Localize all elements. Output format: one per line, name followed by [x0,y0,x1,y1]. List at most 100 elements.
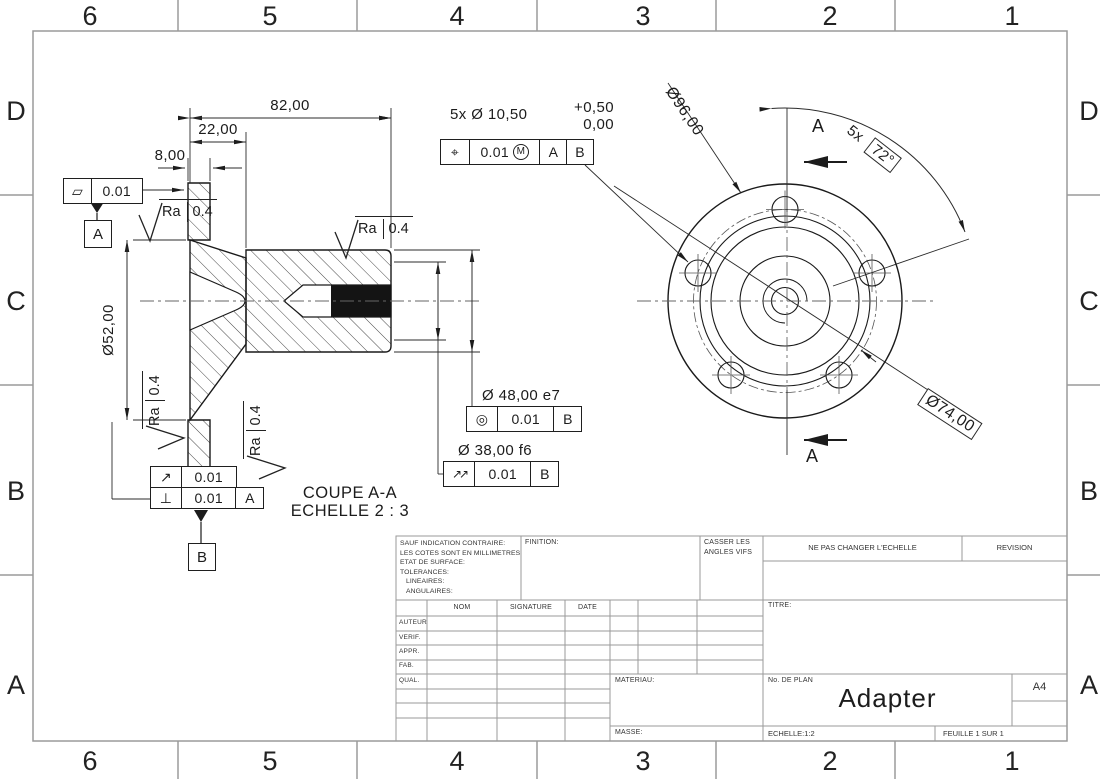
section-view-linework [140,182,480,478]
section-title: COUPE A-A [302,484,398,502]
dia48-fcf: ◎ 0.01 B [466,406,583,432]
section-view-dimensions [111,108,689,500]
zone-col-6-bottom: 6 [82,746,98,776]
concentricity-icon: ◎ [466,406,498,432]
ne-pas-changer-label: NE PAS CHANGER L'ECHELLE [808,543,917,552]
concentricity-value: 0.01 [496,406,555,432]
position-datum-2: B [566,139,595,165]
sheet-size: A4 [1032,681,1047,693]
dim-82: 82,00 [270,97,310,114]
signature-header: SIGNATURE [509,604,553,611]
hole-tol-upper: +0,50 [574,99,614,116]
total-runout-datum: B [530,461,560,487]
dia38-fcf: ↗↗ 0.01 B [443,461,560,487]
total-runout-value: 0.01 [473,461,532,487]
zone-col-4-top: 4 [449,1,465,31]
zone-row-c-left: C [6,286,26,316]
part-title: Adapter [838,683,937,713]
gdt-flatness-frame: ▱ 0.01 [63,178,143,204]
surface-finish-bottom: Ra 0.4 [243,401,287,482]
surface-finish-icon [138,202,163,243]
surface-finish-left: Ra 0.4 [142,371,186,452]
position-value-text: 0.01 [480,144,509,160]
dim-8: 8,00 [154,147,186,164]
zone-col-1-top: 1 [1004,1,1020,31]
zone-col-5-bottom: 5 [262,746,278,776]
zone-row-b-right: B [1079,476,1098,506]
flatness-icon: ▱ [63,178,92,204]
masse-label: MASSE: [615,729,643,736]
hole-callout-text: 5x Ø 10,50 [450,106,528,123]
ra-value: 0.4 [388,221,409,237]
ra-value: 0.4 [147,375,163,396]
general-notes: SAUF INDICATION CONTRAIRE: LES COTES SON… [400,539,520,597]
surface-finish-top-left: Ra 0.4 [136,199,217,243]
zone-col-2-top: 2 [822,1,838,31]
row-appr: APPR. [399,648,420,655]
casser-label-1: CASSER LES [704,539,750,546]
section-arrow-label-top: A [812,116,825,136]
hole-position-fcf: ⌖ 0.01 M A B [440,139,595,165]
concentricity-datum: B [553,406,583,432]
gdt-runout-frame: ↗ 0.01 [150,466,237,488]
casser-label-2: ANGLES VIFS [704,549,753,556]
datum-b-box: B [188,543,216,571]
ra-label: Ra [248,437,264,456]
dia38-label: Ø 38,00 f6 [458,442,533,459]
perpendicularity-value: 0.01 [180,487,237,509]
no-de-plan-label: No. DE PLAN [768,677,813,684]
ra-label: Ra [162,204,181,220]
dim-22: 22,00 [198,121,238,138]
note-line: LINEAIRES: [406,578,445,586]
zone-row-a-left: A [6,670,25,700]
zone-col-6-top: 6 [82,1,98,31]
date-header: DATE [578,604,597,611]
row-verif: VERIF. [399,634,421,641]
position-value: 0.01 M [468,139,541,165]
echelle-label: ECHELLE:1:2 [768,729,815,738]
perpendicularity-icon: ⊥ [150,487,182,509]
position-icon: ⌖ [440,139,470,165]
finition-label: FINITION: [525,539,559,546]
note-line: SAUF INDICATION CONTRAIRE: [400,540,506,547]
hole-tol-lower: 0,00 [583,116,614,133]
feuille-label: FEUILLE 1 SUR 1 [943,729,1004,738]
position-datum-1: A [539,139,568,165]
flatness-value: 0.01 [90,178,143,204]
dim-dia52: Ø52,00 [100,304,117,356]
ra-divider [382,219,384,239]
zone-row-c-right: C [1079,286,1099,316]
nom-header: NOM [453,604,471,611]
row-qual: QUAL. [399,677,420,684]
zone-row-d-right: D [1079,96,1099,126]
zone-col-5-top: 5 [262,1,278,31]
datum-leaders [90,202,208,543]
runout-value: 0.01 [180,466,237,488]
row-auteur: AUTEUR [399,619,427,626]
ra-divider [246,430,266,432]
materiau-label: MATERIAU: [615,677,655,684]
note-line: LES COTES SONT EN MILLIMETRES [400,549,521,557]
ra-divider [186,202,188,222]
ra-label: Ra [147,407,163,426]
section-arrow-label-bottom: A [806,446,819,466]
surface-finish-icon [334,219,359,260]
ra-value: 0.4 [248,405,264,426]
total-runout-icon: ↗↗ [443,461,475,487]
surface-finish-icon [246,455,287,480]
note-line: ETAT DE SURFACE: [400,559,466,567]
zone-col-3-top: 3 [635,1,651,31]
zone-col-3-bottom: 3 [635,746,651,776]
ra-label: Ra [358,221,377,237]
note-line: TOLERANCES: [400,568,449,576]
title-block-grid [395,535,1068,742]
ra-divider [145,400,165,402]
row-fab: FAB. [399,662,414,669]
dia48-label: Ø 48,00 e7 [482,387,561,404]
zone-col-4-bottom: 4 [449,746,465,776]
zone-row-a-right: A [1079,670,1098,700]
titre-label: TITRE: [768,602,792,609]
circular-runout-icon: ↗ [150,466,182,488]
